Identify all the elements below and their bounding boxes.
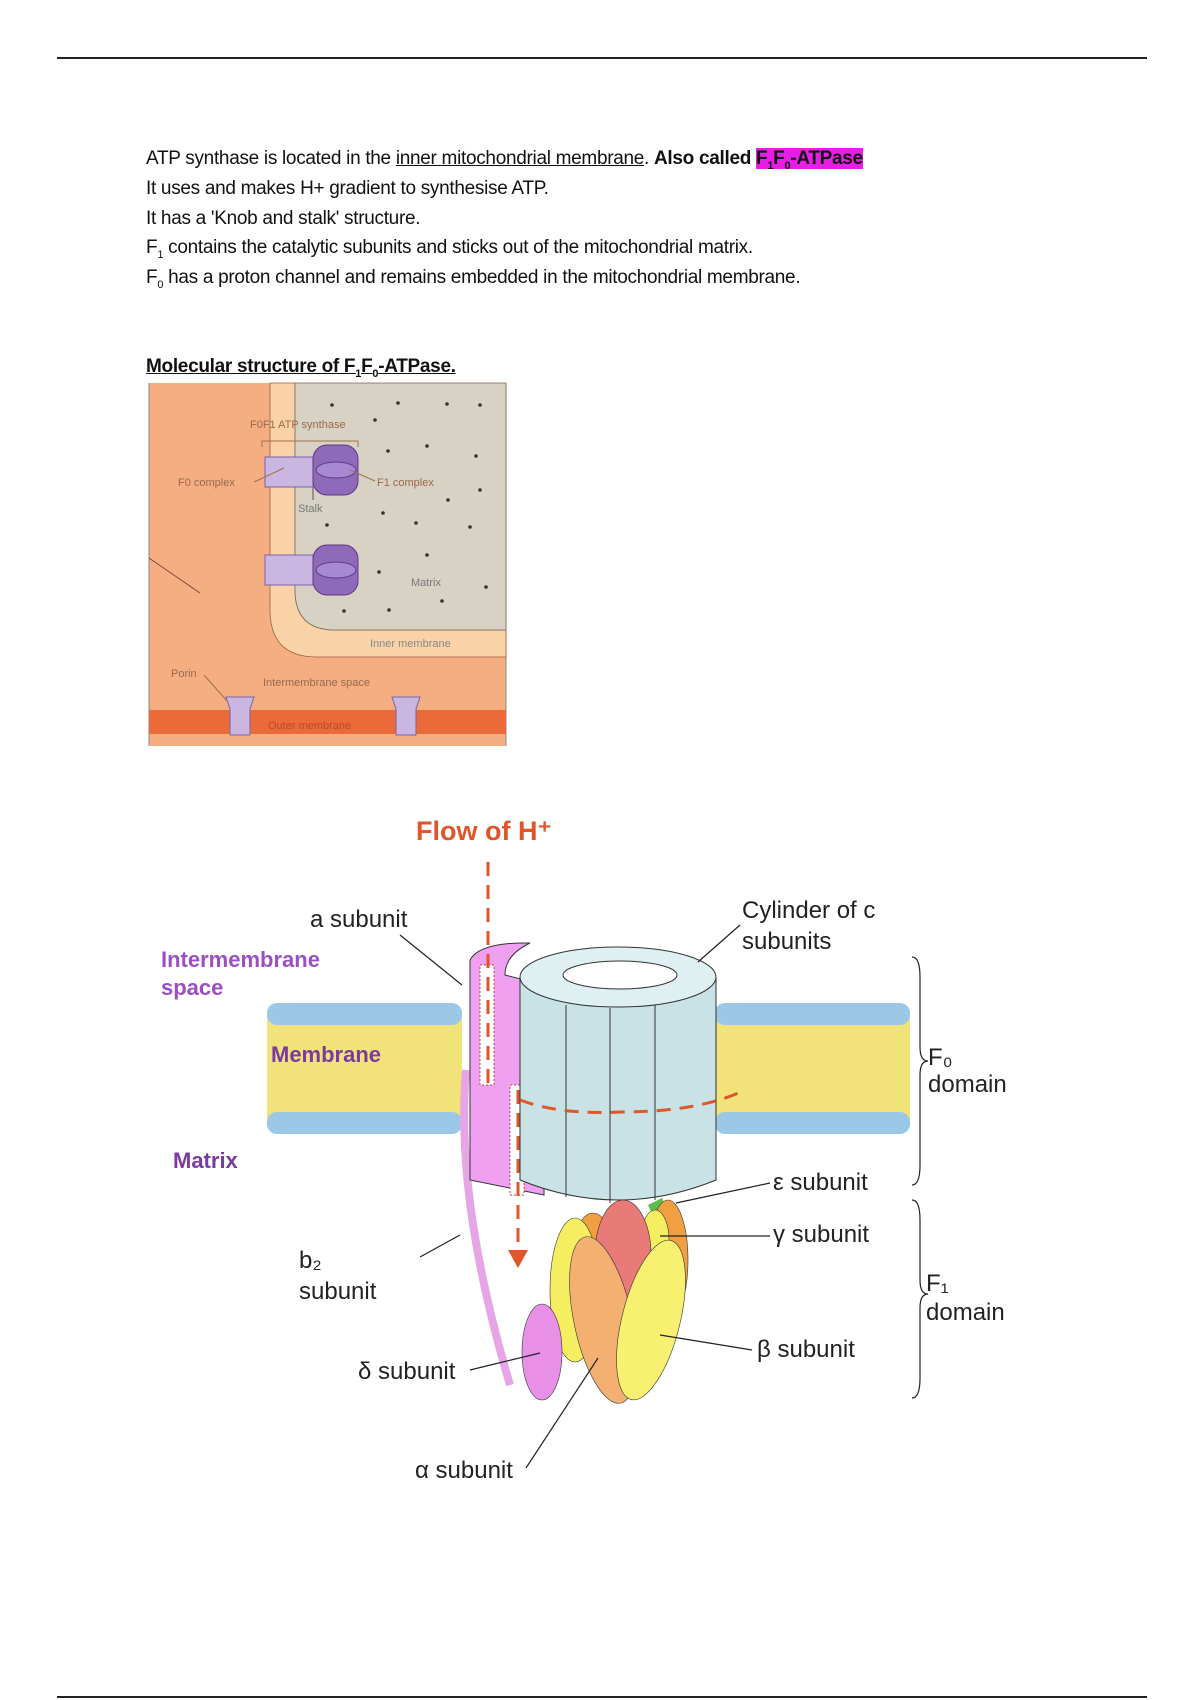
a-subunit-label: a subunit	[310, 906, 408, 933]
fig1-porin-label: Porin	[171, 668, 197, 680]
epsilon-subunit-label: ε subunit	[773, 1169, 868, 1196]
inner-membrane-underlined: inner mitochondrial membrane	[395, 148, 645, 169]
intro-line-5: F0 has a proton channel and remains embe…	[146, 267, 801, 291]
header-rule	[57, 57, 1147, 59]
highlighted-term: F1F0-ATPase	[756, 148, 863, 172]
space-label: space	[161, 975, 223, 1000]
intro-line-1: ATP synthase is located in the inner mit…	[146, 148, 863, 172]
f1-domain-label: domain	[926, 1299, 1005, 1326]
matrix-label: Matrix	[173, 1148, 239, 1173]
cylinder-label-1: Cylinder of c	[742, 897, 875, 924]
fig1-matrix-label: Matrix	[411, 577, 441, 589]
atp-synthase-bottom	[264, 544, 359, 596]
fig1-intermembrane-label: Intermembrane space	[263, 677, 370, 689]
fig1-outer-membrane-label: Outer membrane	[268, 720, 351, 732]
fig1-f0-complex-label: F0 complex	[178, 477, 235, 489]
beta-subunit-label: β subunit	[757, 1336, 855, 1363]
atp-synthase-top	[264, 444, 359, 500]
lipid-bilayer-right	[715, 1003, 910, 1134]
flow-of-h-label: Flow of H⁺	[416, 816, 552, 846]
gamma-subunit-label: γ subunit	[773, 1221, 869, 1248]
b2-label: b₂	[299, 1247, 322, 1274]
c-subunit-cylinder	[519, 946, 717, 1203]
text: ATP synthase is located in the	[146, 148, 396, 169]
b2-subunit-label: subunit	[299, 1278, 377, 1305]
fig1-stalk-label: Stalk	[298, 503, 323, 515]
outer-membrane	[149, 710, 506, 734]
fig1-f1-complex-label: F1 complex	[377, 477, 434, 489]
atp-synthase-figure: Flow of H⁺ a subunit Intermembrane space…	[161, 816, 1007, 1484]
also-called: Also called	[654, 148, 757, 169]
mitochondrion-figure: F0F1 ATP synthase F0 complex F1 complex …	[148, 382, 507, 746]
fig1-atp-synthase-label: F0F1 ATP synthase	[250, 419, 346, 431]
intro-line-3: It has a 'Knob and stalk' structure.	[146, 208, 421, 229]
b2-subunit-stalk	[460, 1069, 514, 1387]
f0-domain-label: domain	[928, 1071, 1007, 1098]
f0-label: F₀	[928, 1044, 953, 1071]
delta-subunit-label: δ subunit	[358, 1358, 456, 1385]
intro-line-2: It uses and makes H+ gradient to synthes…	[146, 178, 549, 199]
intro-line-4: F1 contains the catalytic subunits and s…	[146, 237, 753, 261]
matrix-dots	[325, 401, 488, 613]
f1-label: F₁	[926, 1270, 949, 1297]
fig1-inner-membrane-label: Inner membrane	[370, 638, 451, 650]
flow-arrowhead	[508, 1250, 528, 1268]
intermembrane-label: Intermembrane	[161, 947, 320, 972]
f1-head	[521, 1198, 689, 1404]
section-heading: Molecular structure of F1F0-ATPase.	[146, 356, 456, 380]
cylinder-label-2: subunits	[742, 928, 831, 955]
text: .	[644, 148, 655, 169]
porin-left	[225, 696, 255, 736]
lipid-bilayer-left	[267, 1003, 462, 1134]
footer-rule	[57, 1696, 1147, 1698]
porin-right	[391, 696, 421, 736]
membrane-label: Membrane	[271, 1042, 381, 1067]
alpha-subunit-label: α subunit	[415, 1457, 513, 1484]
